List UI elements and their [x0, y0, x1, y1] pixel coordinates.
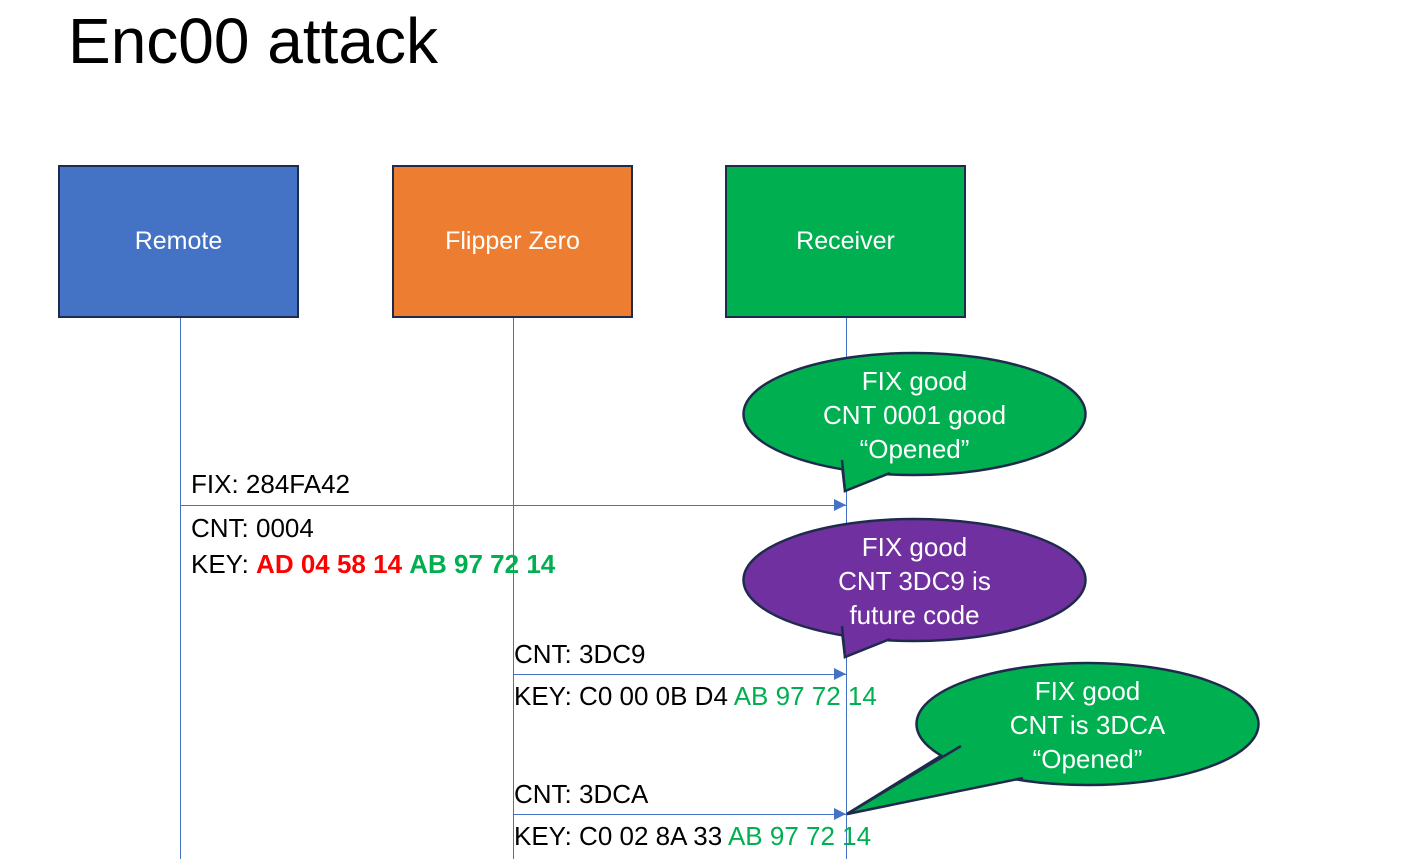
message-3-cnt-label: CNT: 3DCA — [514, 779, 649, 809]
arrowhead-icon-2 — [834, 668, 846, 680]
message-arrow-3 — [513, 814, 846, 815]
lifeline-flipper — [513, 318, 514, 859]
message-1-key-prefix: KEY: — [191, 549, 257, 579]
actor-box-flipper[interactable]: Flipper Zero — [392, 165, 633, 318]
message-3-key-green: AB 97 72 14 — [727, 821, 872, 851]
message-3-key-prefix: KEY: C0 02 8A 33 — [514, 821, 728, 851]
page-title: Enc00 attack — [68, 5, 438, 77]
actor-label-receiver: Receiver — [796, 227, 895, 255]
message-arrow-1 — [180, 505, 846, 506]
arrowhead-icon-3 — [834, 808, 846, 820]
speech-bubble-2[interactable]: FIX good CNT 3DC9 is future code — [742, 517, 1087, 670]
message-2-key-green: AB 97 72 14 — [733, 681, 877, 711]
speech-bubble-1[interactable]: FIX good CNT 0001 good “Opened” — [742, 351, 1087, 504]
message-1-fix-label: FIX: 284FA42 — [191, 469, 350, 499]
actor-box-receiver[interactable]: Receiver — [725, 165, 966, 318]
speech-bubble-2-shape — [742, 517, 1087, 659]
lifeline-remote — [180, 318, 181, 859]
actor-label-flipper: Flipper Zero — [445, 227, 580, 255]
message-2-cnt-label: CNT: 3DC9 — [514, 639, 646, 669]
speech-bubble-3-shape — [846, 661, 1260, 816]
message-1-cnt-label: CNT: 0004 — [191, 513, 314, 543]
message-1-key-red: AD 04 58 14 — [256, 549, 403, 579]
message-2-key-prefix: KEY: C0 00 0B D4 — [514, 681, 734, 711]
message-2-key-label: KEY: C0 00 0B D4 AB 97 72 14 — [514, 678, 877, 714]
message-3-key-label: KEY: C0 02 8A 33 AB 97 72 14 — [514, 818, 871, 854]
arrowhead-icon-1 — [834, 499, 846, 511]
message-arrow-2 — [513, 674, 846, 675]
actor-box-remote[interactable]: Remote — [58, 165, 299, 318]
message-1-key-green: AB 97 72 14 — [409, 549, 556, 579]
speech-bubble-1-shape — [742, 351, 1087, 493]
actor-label-remote: Remote — [134, 227, 223, 255]
speech-bubble-3[interactable]: FIX good CNT is 3DCA “Opened” — [846, 661, 1260, 816]
message-1-key-label: KEY: AD 04 58 14 AB 97 72 14 — [191, 546, 555, 582]
